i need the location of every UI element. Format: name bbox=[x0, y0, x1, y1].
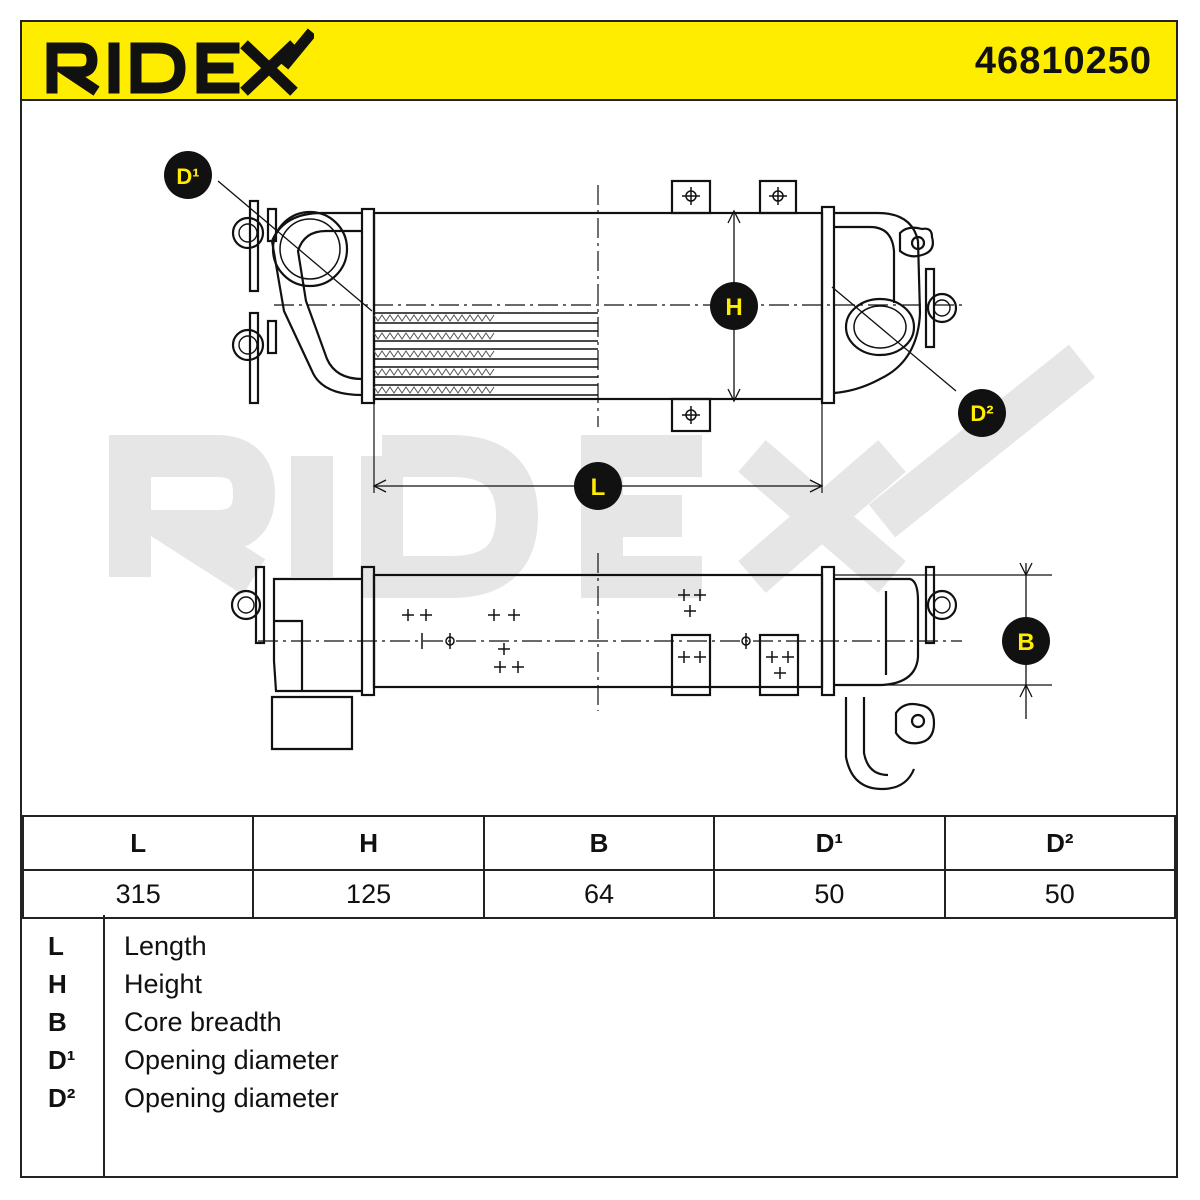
svg-text:D¹: D¹ bbox=[176, 164, 199, 189]
svg-text:H: H bbox=[725, 294, 742, 321]
legend-item: D² Opening diameter bbox=[22, 1083, 1176, 1121]
col-header-d2: D² bbox=[943, 815, 1177, 871]
value-d2: 50 bbox=[943, 869, 1177, 919]
col-header-d1: D¹ bbox=[713, 815, 946, 871]
legend-label: Length bbox=[124, 931, 207, 961]
legend-item: B Core breadth bbox=[22, 1007, 1176, 1045]
legend-label: Opening diameter bbox=[124, 1083, 339, 1113]
legend-item: H Height bbox=[22, 969, 1176, 1007]
col-header-l: L bbox=[21, 815, 255, 871]
spec-sheet: 46810250 bbox=[20, 20, 1178, 1178]
value-b: 64 bbox=[482, 869, 716, 919]
marker-d2: D² bbox=[958, 389, 1006, 437]
legend-code: H bbox=[48, 969, 67, 999]
value-h: 125 bbox=[252, 869, 485, 919]
intercooler-drawing: D¹ D² H L B bbox=[109, 151, 1096, 791]
svg-text:B: B bbox=[1017, 629, 1034, 656]
legend-label: Core breadth bbox=[124, 1007, 282, 1037]
marker-l: L bbox=[574, 462, 622, 510]
dimensions-header-row: L H B D¹ D² bbox=[21, 815, 1177, 871]
col-header-b: B bbox=[482, 815, 716, 871]
marker-b: B bbox=[1002, 617, 1050, 665]
legend-code: D² bbox=[48, 1083, 76, 1113]
legend-item: L Length bbox=[22, 931, 1176, 969]
marker-h: H bbox=[710, 282, 758, 330]
col-header-h: H bbox=[252, 815, 485, 871]
legend-item: D¹ Opening diameter bbox=[22, 1045, 1176, 1083]
dimensions-value-row: 315 125 64 50 50 bbox=[21, 869, 1177, 919]
marker-d1: D¹ bbox=[164, 151, 212, 199]
svg-text:D²: D² bbox=[970, 401, 993, 426]
legend-code: D¹ bbox=[48, 1045, 76, 1075]
value-l: 315 bbox=[21, 869, 255, 919]
legend-label: Opening diameter bbox=[124, 1045, 339, 1075]
legend-code: B bbox=[48, 1007, 67, 1037]
legend-code: L bbox=[48, 931, 64, 961]
legend-label: Height bbox=[124, 969, 203, 999]
dimensions-table: L H B D¹ D² 315 125 64 50 50 bbox=[21, 815, 1177, 919]
legend-divider bbox=[103, 915, 105, 1176]
svg-text:L: L bbox=[591, 474, 606, 501]
side-view bbox=[230, 553, 1052, 791]
ridex-logo bbox=[46, 28, 314, 96]
part-number: 46810250 bbox=[974, 40, 1152, 82]
top-view bbox=[217, 179, 962, 493]
header-band: 46810250 bbox=[22, 22, 1176, 101]
value-d1: 50 bbox=[713, 869, 946, 919]
legend: L Length H Height B Core breadth D¹ Open… bbox=[22, 915, 1176, 1176]
